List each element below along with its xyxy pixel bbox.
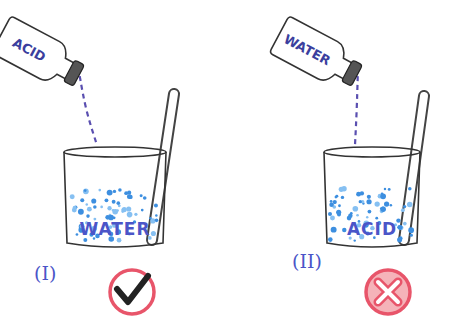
beaker: ACID	[322, 145, 422, 249]
contents-label: ACID	[322, 219, 422, 239]
cross-mark	[366, 270, 410, 314]
beaker: WATER	[62, 145, 168, 249]
check-mark	[110, 270, 154, 314]
contents-label: WATER	[62, 219, 168, 239]
figure-number: (II)	[292, 250, 322, 272]
pouring-stream	[355, 76, 358, 145]
stirring-rod	[404, 96, 424, 240]
reagent-bottle: WATER	[267, 14, 368, 97]
pouring-stream	[80, 76, 97, 145]
figure-number: (I)	[34, 262, 56, 284]
reagent-bottle: ACID	[0, 14, 91, 97]
stirring-rod	[152, 94, 174, 240]
